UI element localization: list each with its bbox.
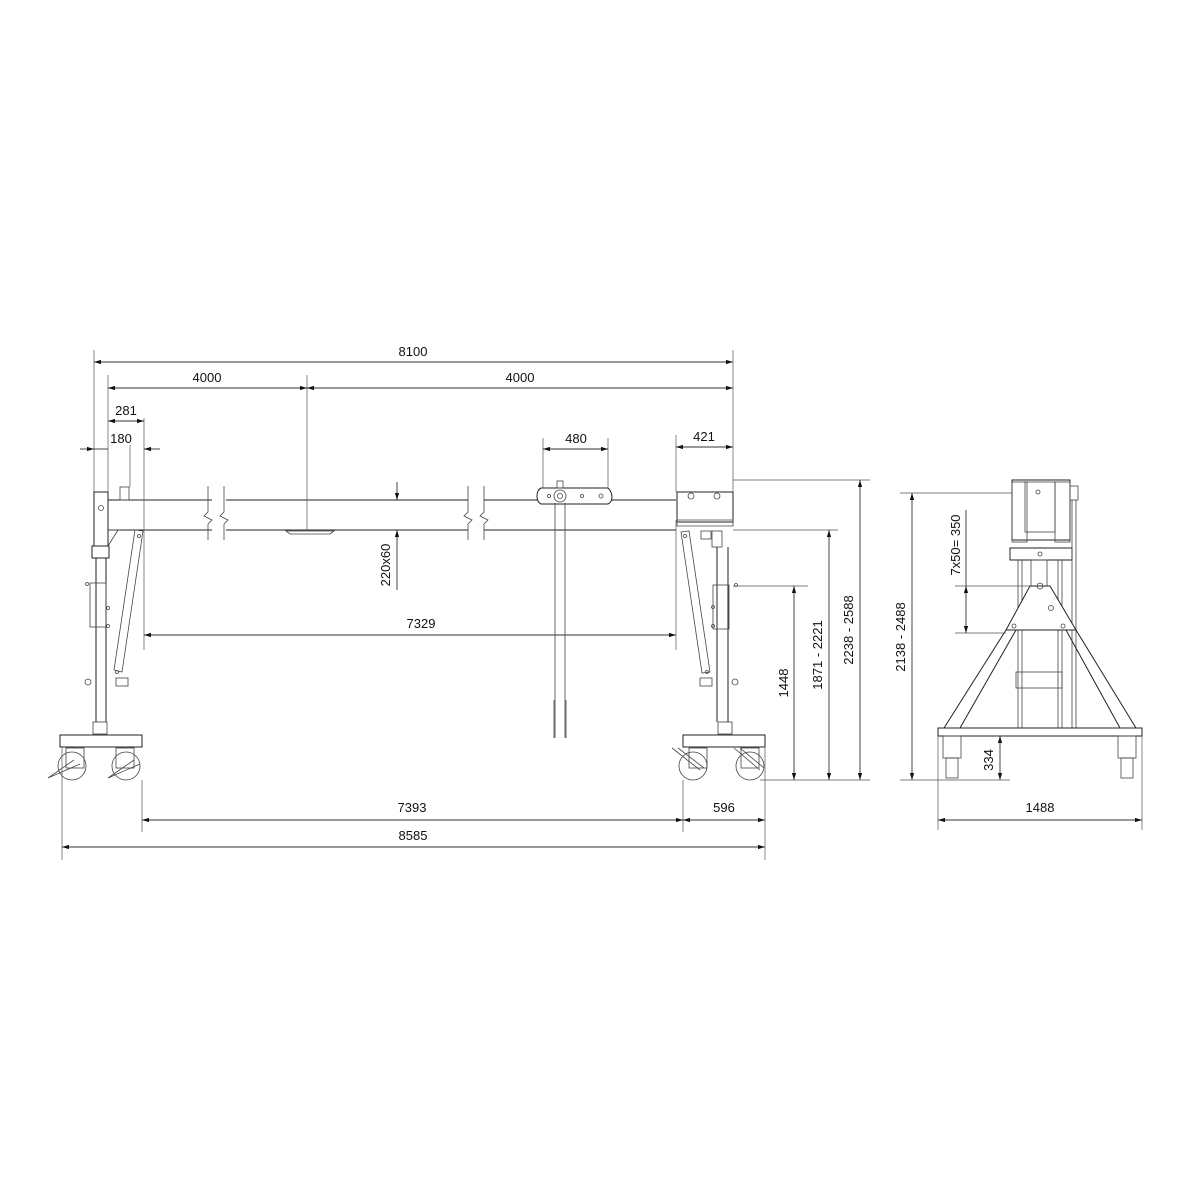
- dim-2238-2588: 2238 - 2588: [841, 595, 856, 664]
- trolley: [536, 480, 613, 738]
- dim-8585: 8585: [399, 828, 428, 843]
- dim-281: 281: [115, 403, 137, 418]
- dim-1448: 1448: [776, 669, 791, 698]
- front-view: 8100 4000 4000 281 180 480 421 220x60 73…: [47, 344, 870, 860]
- dim-480: 480: [565, 431, 587, 446]
- dim-7393: 7393: [398, 800, 427, 815]
- dim-4000-right: 4000: [506, 370, 535, 385]
- dim-421: 421: [693, 429, 715, 444]
- dim-8100: 8100: [399, 344, 428, 359]
- dim-2138-2488: 2138 - 2488: [893, 602, 908, 671]
- dim-1488: 1488: [1026, 800, 1055, 815]
- dim-334: 334: [981, 749, 996, 771]
- dim-7x50-350: 7x50= 350: [948, 514, 963, 575]
- left-upright: [47, 486, 144, 781]
- dim-596: 596: [713, 800, 735, 815]
- dim-1871-2221: 1871 - 2221: [810, 620, 825, 689]
- dim-4000-left: 4000: [193, 370, 222, 385]
- side-view: 2138 - 2488 7x50= 350 334 1488: [893, 479, 1143, 830]
- dim-220x60: 220x60: [378, 544, 393, 587]
- extension-lines: [61, 350, 870, 860]
- dim-180: 180: [110, 431, 132, 446]
- right-upright: [671, 491, 766, 781]
- dim-7329: 7329: [407, 616, 436, 631]
- dimensions-front: 8100 4000 4000 281 180 480 421 220x60 73…: [62, 344, 863, 850]
